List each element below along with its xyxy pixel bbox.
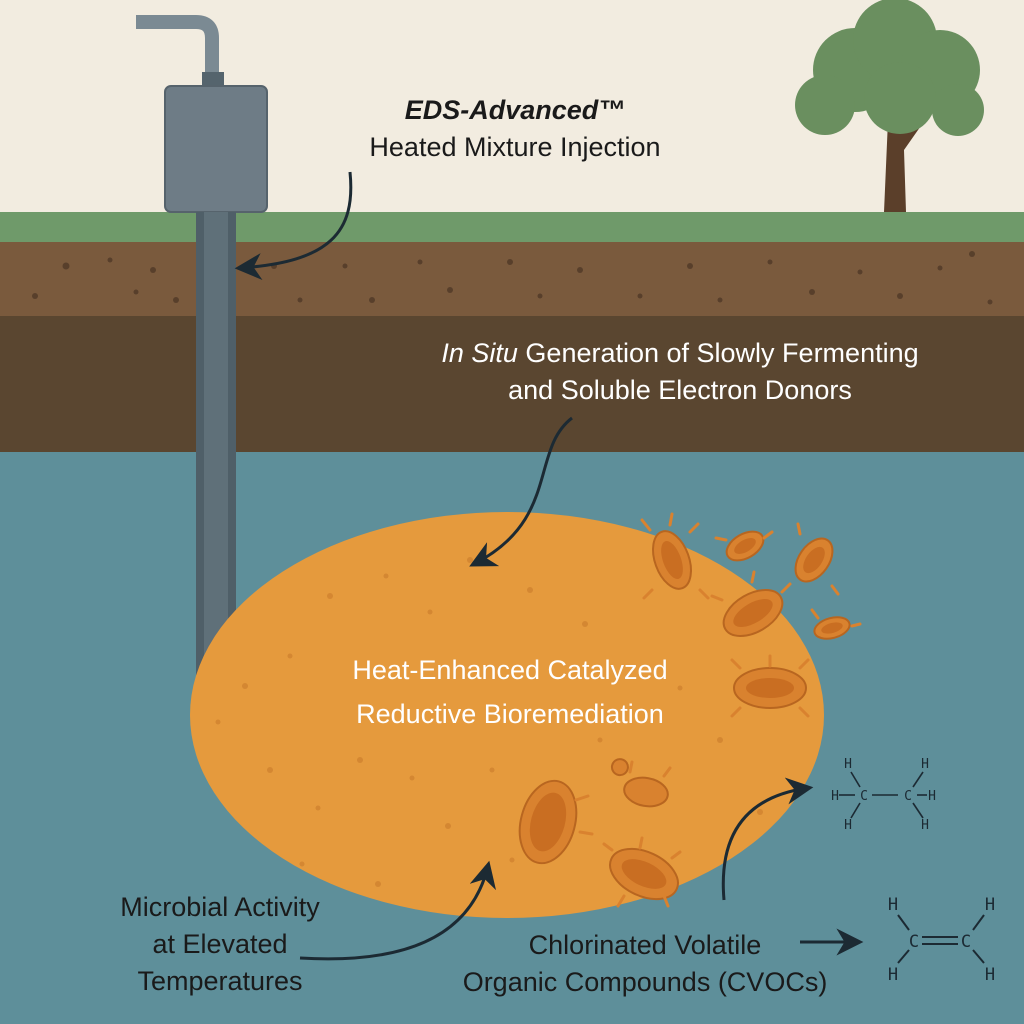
tree-icon — [795, 0, 984, 212]
microbial-line2: at Elevated — [152, 929, 288, 959]
injection-subtitle: Heated Mixture Injection — [369, 132, 661, 162]
microbial-label: Microbial Activity at Elevated Temperatu… — [60, 889, 380, 1000]
microbial-line3: Temperatures — [137, 966, 303, 996]
ethane-atom-c: C — [860, 789, 868, 804]
ethane-atom-h: H — [831, 789, 839, 804]
arrow-cvoc-ethane — [721, 777, 814, 901]
topsoil-layer — [0, 242, 1024, 317]
cvoc-line2: Organic Compounds (CVOCs) — [462, 967, 828, 997]
injection-well — [196, 212, 236, 692]
wellhead-pipe-icon — [136, 15, 224, 88]
arrow-microbial — [299, 860, 496, 961]
ethene-atom-h: H — [985, 895, 995, 915]
ethene-atom-c: C — [909, 932, 919, 952]
ethane-atom-h: H — [921, 818, 929, 833]
ethane-atom-h: H — [921, 757, 929, 772]
ethane-molecule: H H H C C H H H — [831, 757, 936, 833]
injection-label: EDS-Advanced™ Heated Mixture Injection — [300, 92, 730, 166]
donors-line2: and Soluble Electron Donors — [508, 375, 852, 405]
grass-layer — [0, 212, 1024, 242]
injection-unit — [164, 85, 268, 213]
microbe-icon — [518, 530, 851, 901]
ethane-molecule-bonds — [839, 771, 927, 819]
zone-line2: Reductive Bioremediation — [356, 699, 664, 729]
ethene-atom-h: H — [888, 965, 898, 985]
ethane-atom-h: H — [844, 757, 852, 772]
ethene-molecule-bonds — [897, 914, 985, 964]
ethane-atom-h: H — [928, 789, 936, 804]
cvoc-label: Chlorinated Volatile Organic Compounds (… — [410, 927, 880, 1001]
donors-line1-rest: Generation of Slowly Fermenting — [517, 338, 919, 368]
zone-label: Heat-Enhanced Catalyzed Reductive Biorem… — [260, 648, 760, 736]
microbe-spikes — [574, 512, 862, 908]
donors-line1: In Situ Generation of Slowly Fermenting — [380, 335, 980, 372]
donors-label: In Situ Generation of Slowly Fermenting … — [380, 335, 980, 409]
arrow-donors — [469, 416, 573, 567]
soil-speckles — [32, 251, 993, 305]
microbial-line1: Microbial Activity — [120, 892, 320, 922]
donors-in-situ: In Situ — [441, 338, 518, 368]
arrow-injection — [234, 171, 353, 281]
cvoc-line1: Chlorinated Volatile — [528, 930, 762, 960]
subsoil-layer — [0, 316, 1024, 452]
zone-line1: Heat-Enhanced Catalyzed — [352, 655, 668, 685]
ethene-atom-c: C — [961, 932, 971, 952]
ethene-molecule: H C C H H H — [888, 895, 995, 985]
injection-title: EDS-Advanced™ — [404, 95, 626, 125]
ethene-atom-h: H — [888, 895, 898, 915]
ethane-atom-c: C — [904, 789, 912, 804]
ethane-atom-h: H — [844, 818, 852, 833]
ethene-atom-h: H — [985, 965, 995, 985]
